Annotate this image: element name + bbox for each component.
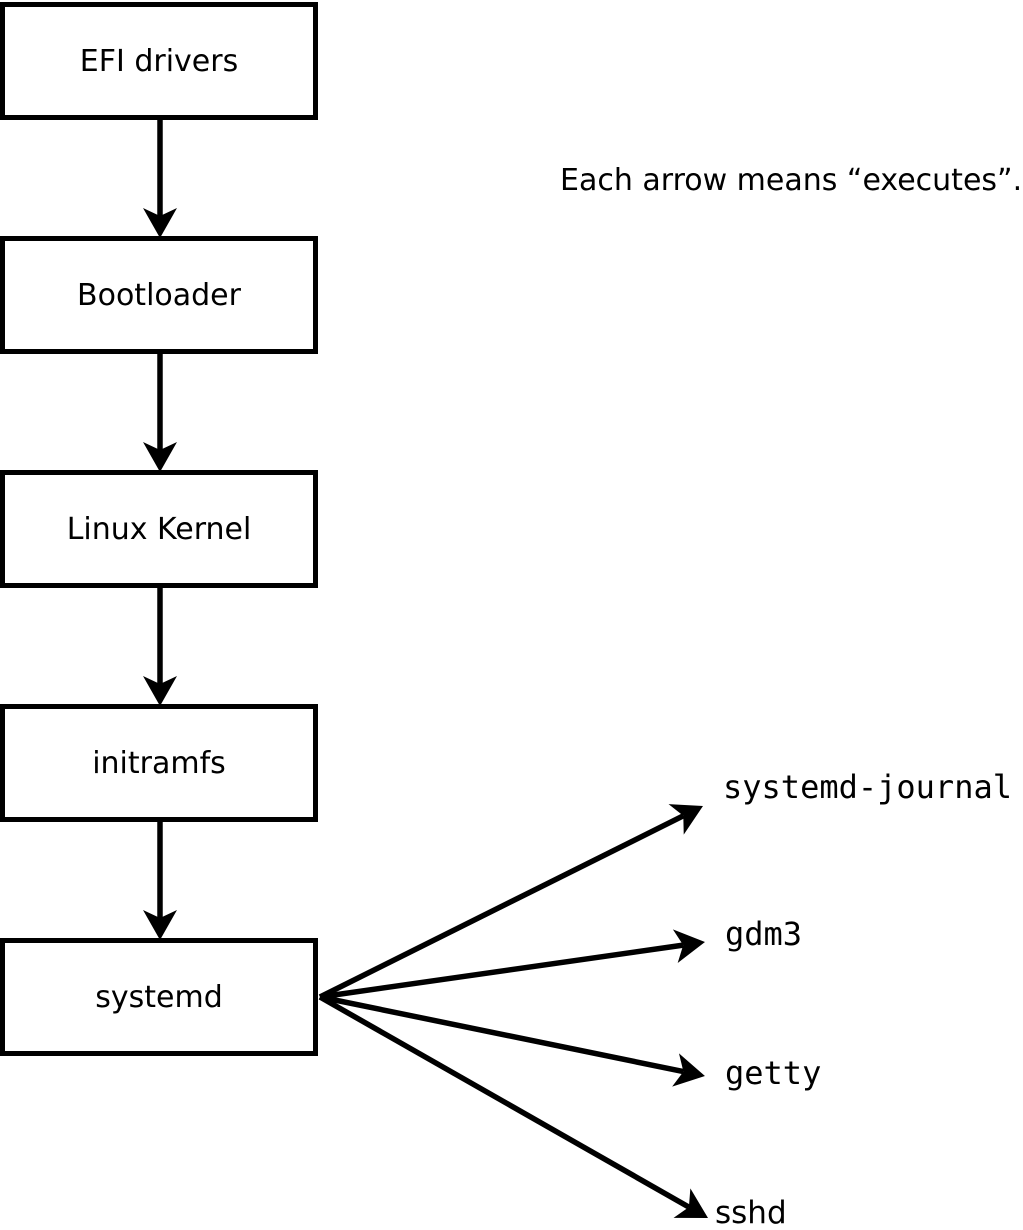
label-gdm3: gdm3 <box>725 915 802 953</box>
label-sshd: sshd <box>715 1195 787 1230</box>
node-bootloader: Bootloader <box>0 236 318 354</box>
node-linux-kernel-label: Linux Kernel <box>67 512 252 547</box>
node-systemd-box <box>0 938 318 1056</box>
edge-systemd-to-getty <box>319 994 705 1087</box>
node-linux-kernel: Linux Kernel <box>0 470 318 588</box>
node-initramfs-label: initramfs <box>92 746 226 781</box>
node-bootloader-box <box>0 236 318 354</box>
node-initramfs-box <box>0 704 318 822</box>
node-systemd-label: systemd <box>95 980 223 1015</box>
node-initramfs: initramfs <box>0 704 318 822</box>
edge-systemd-to-systemd-journal <box>318 804 703 1000</box>
edge-systemd-to-sshd <box>318 994 709 1218</box>
node-efi-drivers: EFI drivers <box>0 2 318 120</box>
node-bootloader-label: Bootloader <box>77 278 242 313</box>
label-getty: getty <box>725 1054 821 1092</box>
node-efi-drivers-box <box>0 2 318 120</box>
label-systemd-journal: systemd-journal <box>723 768 1012 806</box>
caption-text: Each arrow means “executes”. <box>560 163 1022 198</box>
node-efi-drivers-label: EFI drivers <box>80 44 238 79</box>
edge-systemd-to-gdm3 <box>319 929 705 1000</box>
node-systemd: systemd <box>0 938 318 1056</box>
